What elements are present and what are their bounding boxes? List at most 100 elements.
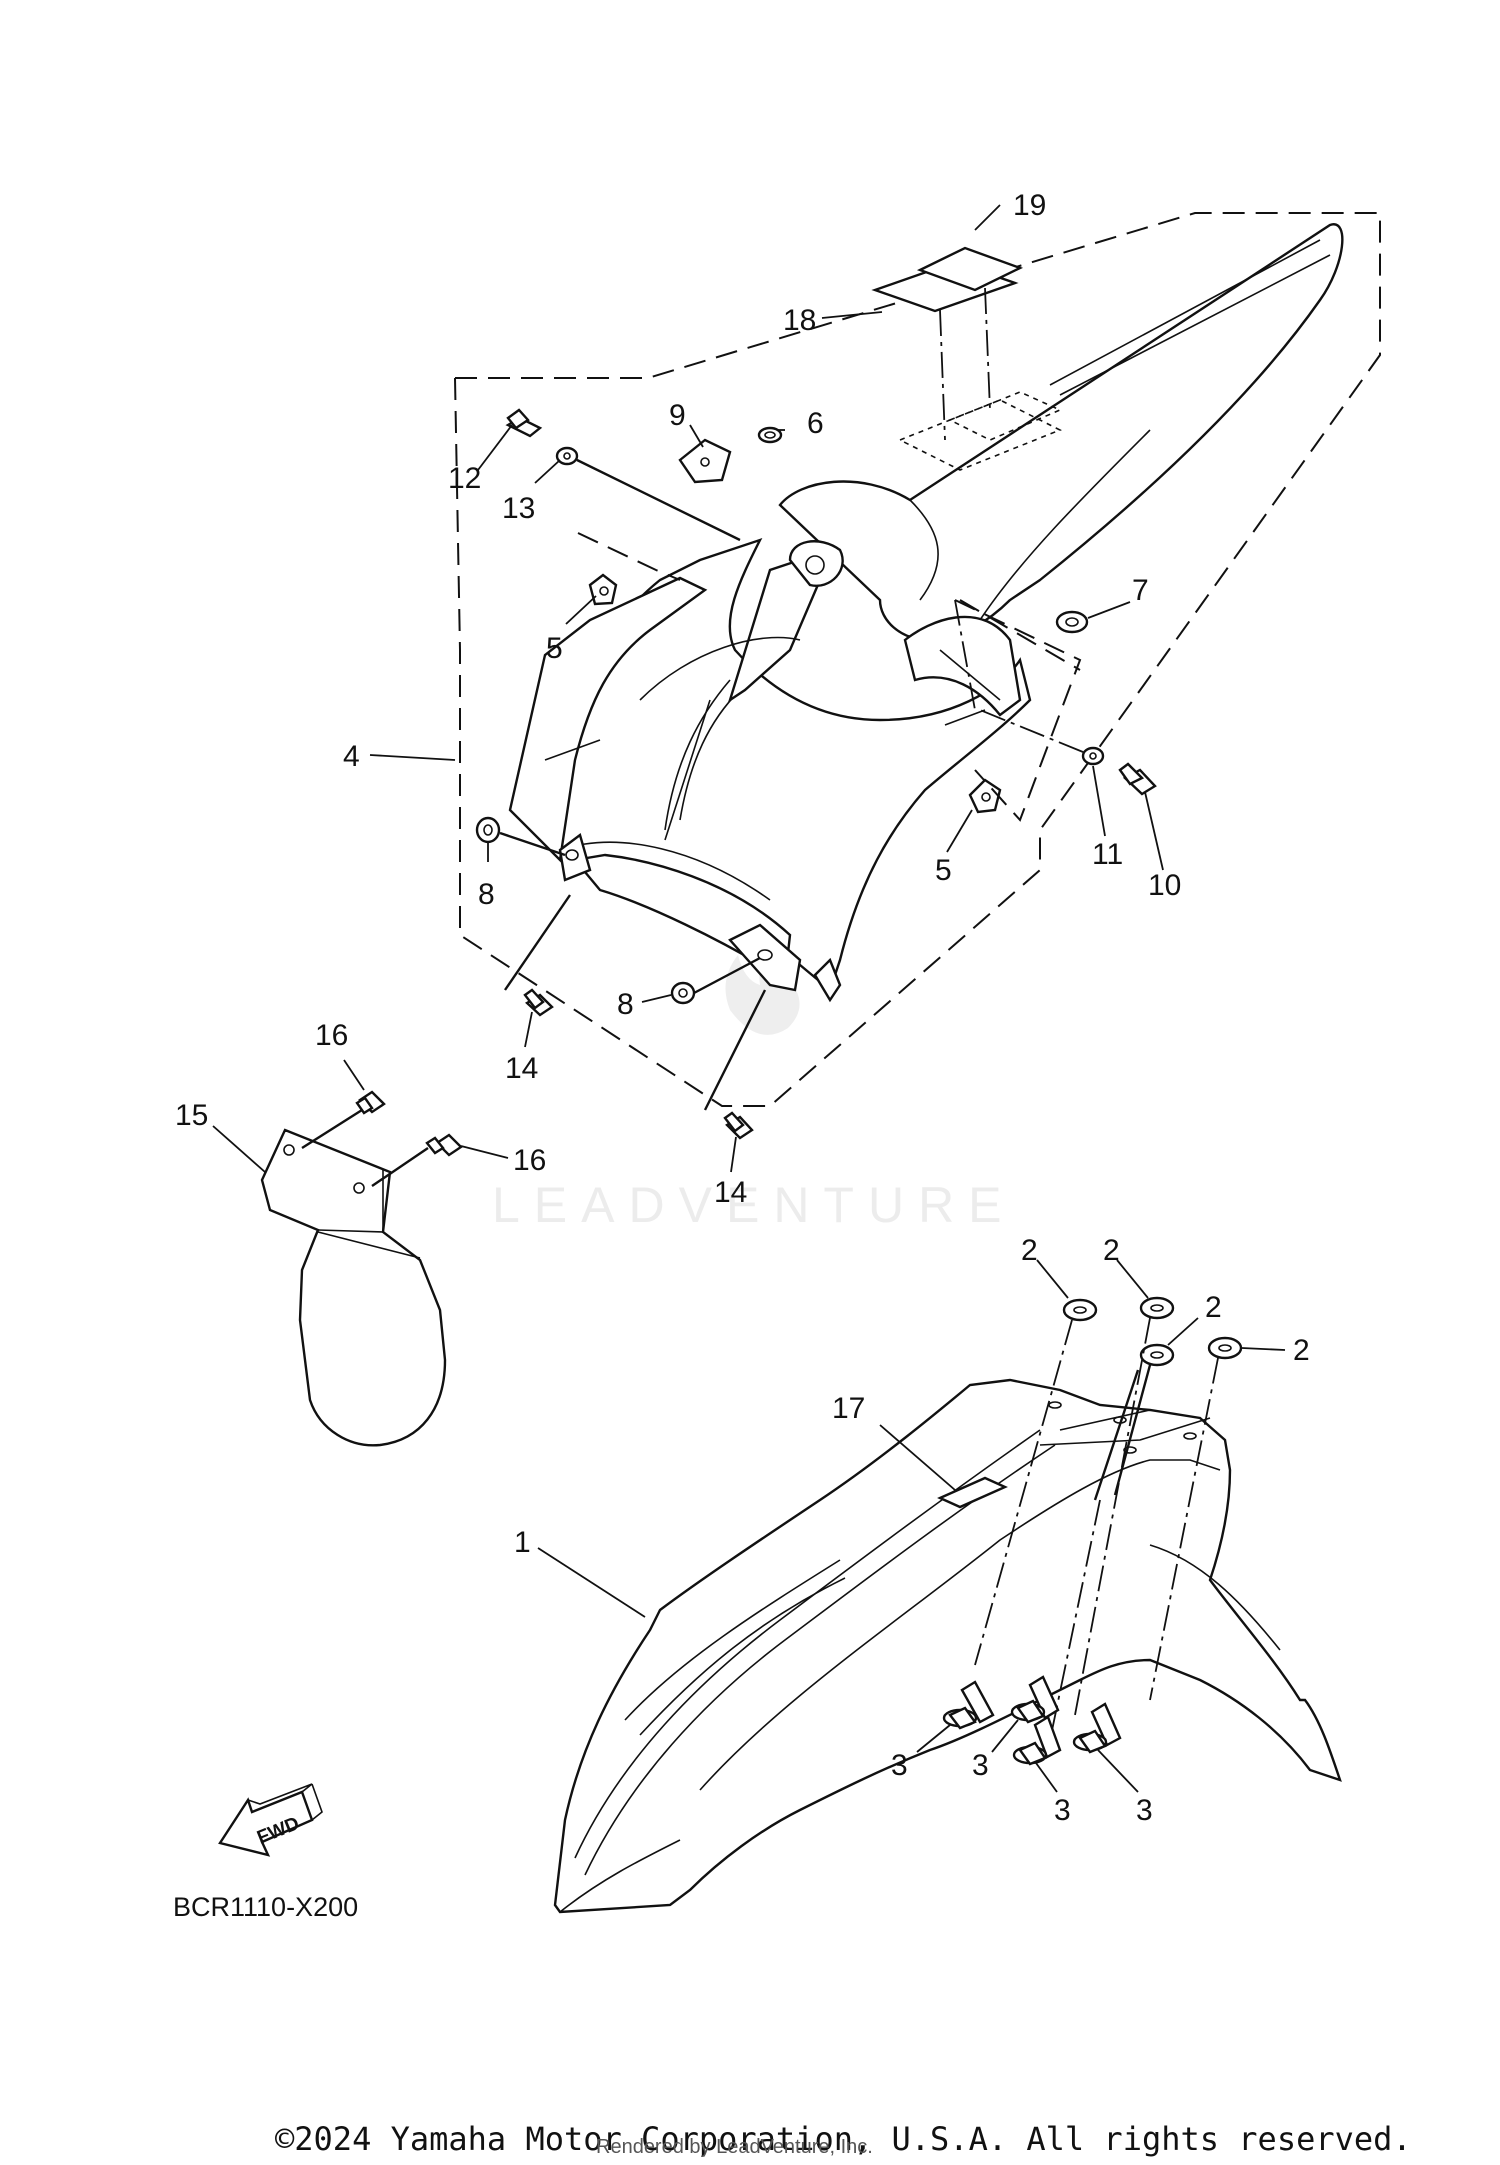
sub-boundary <box>577 532 681 581</box>
screw-16-head <box>435 1133 463 1157</box>
grommet-6 <box>757 426 783 444</box>
callout-11: 11 <box>1092 838 1123 871</box>
bolt-3 <box>1072 1702 1122 1754</box>
callout-3c: 3 <box>1054 1794 1071 1827</box>
fwd-label: FWD <box>254 1813 302 1849</box>
mount-hole <box>1123 1446 1137 1454</box>
callout-14-left: 14 <box>505 1052 538 1085</box>
leader-16-top <box>343 1059 365 1091</box>
leader-14-left <box>524 1011 533 1048</box>
leader-14-right <box>730 1136 737 1173</box>
leader-5-left <box>565 595 597 625</box>
center-line <box>1149 1357 1219 1701</box>
callout-16-top: 16 <box>315 1019 348 1052</box>
rear-side-panel-left <box>508 576 708 863</box>
callout-2a: 2 <box>1021 1234 1038 1267</box>
fender-stripe <box>1059 254 1331 396</box>
decal-19-outline <box>948 391 1062 441</box>
callout-2d: 2 <box>1293 1334 1310 1367</box>
watermark-flame-icon <box>725 940 800 1035</box>
assembly-line <box>371 1147 429 1187</box>
fender-edge <box>909 499 939 601</box>
clip-hole <box>700 457 710 467</box>
callout-15: 15 <box>175 1099 208 1132</box>
bolt-3 <box>1012 1715 1062 1766</box>
rear-fender-top <box>778 223 1344 642</box>
leader-10 <box>1144 791 1164 871</box>
center-line <box>1074 1317 1151 1716</box>
flap-tip <box>813 957 842 1003</box>
leader-3 <box>1097 1749 1139 1793</box>
leader-17 <box>879 1424 956 1491</box>
collar-hole <box>678 988 688 998</box>
leader-3 <box>991 1719 1019 1753</box>
nut-hole <box>981 792 991 802</box>
bolt-14-threads <box>523 988 545 1010</box>
leader-13 <box>534 459 561 484</box>
assembly-line <box>576 458 741 542</box>
fender-mount-boss <box>788 540 844 587</box>
leader-18 <box>821 311 883 319</box>
callout-2b: 2 <box>1103 1234 1120 1267</box>
watermark: LEADVENTURE <box>492 940 1002 1233</box>
collar-2 <box>1139 1343 1175 1367</box>
bolt-3-threads <box>960 1680 995 1724</box>
mount-hole <box>565 849 579 861</box>
collar-8-left <box>475 816 501 844</box>
front-fender-assembly <box>553 1296 1342 1914</box>
callout-13: 13 <box>502 492 535 525</box>
fender-tip-line <box>559 1839 681 1913</box>
leader-19 <box>974 204 1001 231</box>
callout-9: 9 <box>669 399 686 432</box>
screw-16-threads <box>425 1136 445 1155</box>
leader-2 <box>1036 1259 1069 1299</box>
assembly-line <box>499 831 566 857</box>
clip-9 <box>678 438 732 484</box>
assembly-line <box>703 989 767 1111</box>
washer-hole <box>563 452 571 460</box>
leader-8-right <box>641 994 672 1003</box>
callout-3a: 3 <box>891 1749 908 1782</box>
callout-8-left: 8 <box>478 878 495 911</box>
left-flap-tab <box>558 832 592 882</box>
collar-hole <box>483 824 493 836</box>
collar-2 <box>1139 1296 1175 1320</box>
bolt-10-threads <box>1118 762 1145 786</box>
decal-18-outline <box>898 399 1062 471</box>
nut-plate-5-right <box>968 778 1002 814</box>
mud-flap-15 <box>260 1128 447 1447</box>
fender-ridge <box>639 1577 846 1736</box>
panel-edge <box>939 649 1001 701</box>
leader-15 <box>212 1125 266 1173</box>
leader-12 <box>477 424 513 471</box>
assembly-line <box>301 1108 363 1150</box>
fender-rib <box>664 679 731 831</box>
front-fender-1 <box>553 1378 1342 1914</box>
bolt-12-head <box>506 408 530 430</box>
bolt-3-head <box>1018 1741 1047 1766</box>
collar-hole <box>1150 1351 1164 1359</box>
bolt-3 <box>1010 1675 1060 1724</box>
assembly-boundary <box>453 212 1381 1107</box>
mount-hole <box>757 949 773 961</box>
leader-3 <box>916 1724 951 1753</box>
center-line <box>974 1319 1073 1666</box>
fender-contour <box>639 636 801 701</box>
leader-2 <box>1167 1317 1199 1346</box>
fender-contour <box>944 709 986 726</box>
copyright-notice: ©2024 Yamaha Motor Corporation, U.S.A. A… <box>275 2120 1412 2158</box>
rear-fender-assembly <box>453 212 1381 1140</box>
leader-16-right <box>460 1145 509 1159</box>
bolt-3-head <box>1016 1699 1045 1724</box>
bolt-14-threads <box>723 1111 745 1133</box>
sub-boundary <box>959 599 1081 671</box>
mount-hole <box>1183 1432 1197 1440</box>
callout-8-right: 8 <box>617 988 634 1021</box>
callout-17: 17 <box>832 1392 865 1425</box>
fender-body-line <box>699 1459 1221 1791</box>
center-line <box>939 309 946 441</box>
assembly-line <box>1093 1369 1140 1501</box>
fender-body-line <box>1039 1417 1211 1446</box>
callout-1: 1 <box>514 1526 531 1559</box>
